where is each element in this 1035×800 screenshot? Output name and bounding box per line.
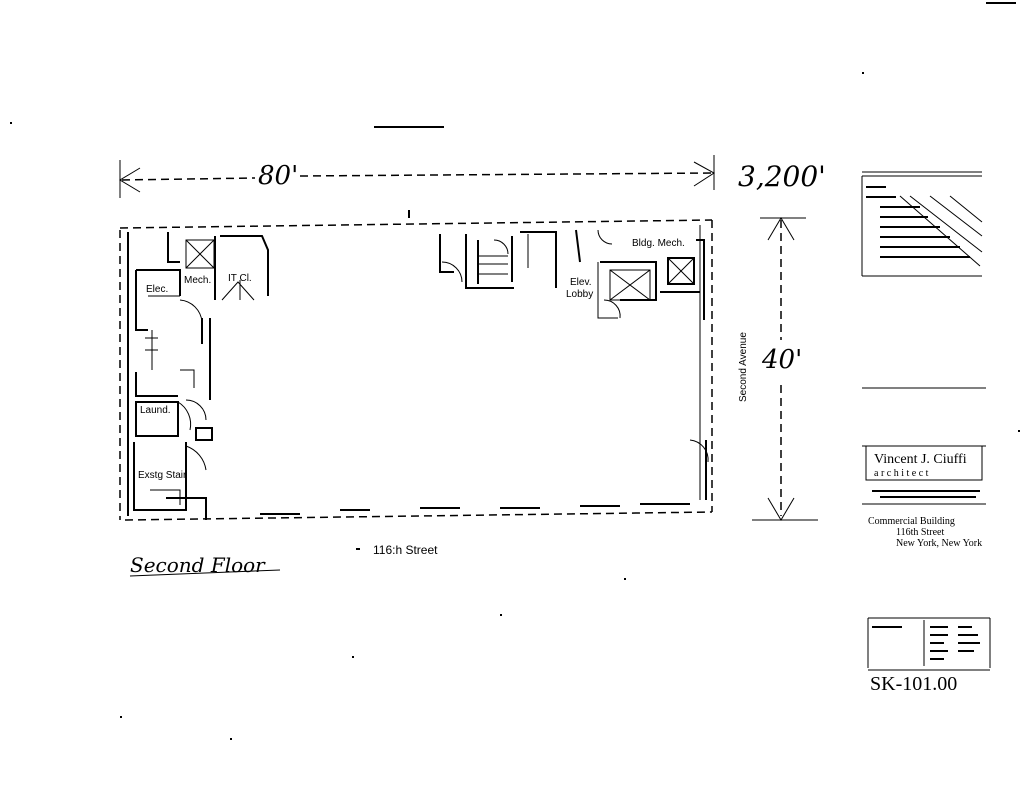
sheet-info: SK-101.00 — [867, 617, 991, 695]
depth-label: 40' — [761, 345, 802, 375]
scan-noise — [10, 2, 1020, 740]
width-label: 80' — [258, 161, 298, 191]
street-label-east: Second Avenue — [738, 332, 749, 402]
width-dimension: 80' 3,200' — [119, 155, 826, 198]
room-label-it-closet: IT Cl. — [228, 273, 252, 284]
area-label: 3,200' — [738, 160, 826, 193]
room-label-bldg-mech: Bldg. Mech. — [632, 238, 685, 249]
architect-stamp: Vincent J. Ciuffi a r c h i t e c t — [862, 445, 986, 505]
title-block-info — [861, 171, 986, 389]
project-info: Commercial Building 116th Street New Yor… — [868, 516, 982, 549]
architect-subtitle: a r c h i t e c t — [874, 468, 929, 479]
project-name: Commercial Building — [868, 516, 955, 527]
architect-name: Vincent J. Ciuffi — [874, 452, 967, 467]
street-label-south: 116:h Street — [373, 543, 438, 557]
room-label-existing-stair: Exstg Stair — [138, 470, 187, 481]
room-label-lobby: Lobby — [566, 289, 593, 300]
room-label-mech: Mech. — [184, 275, 211, 286]
room-label-elev: Elev. — [570, 277, 592, 288]
project-city: New York, New York — [896, 538, 982, 549]
depth-dimension: 40' — [752, 217, 818, 521]
project-street: 116th Street — [896, 527, 944, 538]
sheet-number: SK-101.00 — [870, 673, 957, 695]
room-label-laundry: Laund. — [140, 405, 171, 416]
floor-plan — [119, 219, 713, 521]
room-label-elec: Elec. — [146, 284, 168, 295]
